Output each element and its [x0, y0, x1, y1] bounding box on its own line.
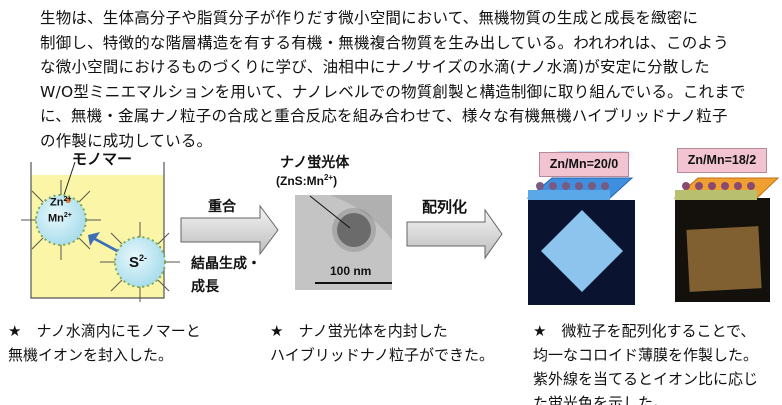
- caption-line: た蛍光色を示した。: [533, 394, 669, 405]
- s-label: S: [129, 254, 140, 271]
- arrow-polymerization: [180, 204, 279, 256]
- zn-charge: 2+: [63, 196, 72, 203]
- zn-label: Zn: [50, 196, 64, 209]
- film-photo-blue: [526, 153, 635, 305]
- arrow-arrangement: [406, 208, 503, 260]
- ratio-label-1: Zn/Mn=20/0: [539, 152, 629, 177]
- ratio-label-2: Zn/Mn=18/2: [677, 148, 767, 173]
- caption-film: ★ 微粒子を配列化することで、 均一なコロイド薄膜を作製した。 紫外線を当てると…: [533, 319, 758, 405]
- phosphor-charge: 2+: [323, 173, 334, 182]
- caption-line: 均一なコロイド薄膜を作製した。: [533, 346, 759, 364]
- phosphor-formula: (ZnS:Mn: [276, 174, 324, 188]
- monomer-pointer: [62, 161, 76, 199]
- caption-encapsulation: ★ ナノ水滴内にモノマーと 無機イオンを封入した。: [8, 319, 201, 367]
- s-charge: 2-: [139, 253, 148, 263]
- caption-hybrid: ★ ナノ蛍光体を内封した ハイブリッドナノ粒子ができた。: [270, 319, 494, 367]
- paragraph-line: 制御し、特徴的な階層構造を有する有機・無機複合物質を生み出している。われわれは、…: [40, 33, 729, 52]
- phosphor-close: ): [333, 174, 338, 188]
- mn-charge: 2+: [63, 212, 72, 219]
- mn-label: Mn: [48, 212, 64, 225]
- monomer-label: モノマー: [72, 151, 133, 168]
- paragraph-line: の作製に成功している。: [40, 131, 213, 150]
- process-diagram: [21, 153, 780, 305]
- caption-line: ★ ナノ水滴内にモノマーと: [8, 322, 201, 340]
- droplet-s: [100, 222, 180, 302]
- caption-line: 無機イオンを封入した。: [8, 346, 174, 364]
- polymerization-label: 重合: [208, 198, 236, 214]
- phosphor-label: ナノ蛍光体: [280, 154, 350, 170]
- paragraph-line: W/O型ミニエマルションを用いて、ナノレベルでの物質創製と構造制御に取り組んでい…: [40, 82, 746, 101]
- intro-paragraph: 生物は、生体高分子や脂質分子が作りだす微小空間において、無機物質の生成と成長を緻…: [40, 6, 746, 154]
- interaction-arrow: [88, 232, 128, 260]
- droplet-zn-mn: [21, 180, 101, 260]
- crystal-growth-label: 結晶生成・: [191, 255, 261, 271]
- caption-line: ★ 微粒子を配列化することで、: [533, 322, 756, 340]
- tem-image: [295, 195, 392, 290]
- paragraph-line: な微小空間におけるものづくりに学び、油相中にナノサイズの水滴(ナノ水滴)が安定に…: [40, 58, 710, 77]
- growth-label: 成長: [191, 278, 219, 294]
- paragraph-line: に、無機・金属ナノ粒子の合成と重合反応を組み合わせて、様々な有機無機ハイブリッド…: [40, 107, 728, 126]
- film-photo-orange: [673, 177, 780, 302]
- scale-bar-label: 100 nm: [330, 264, 372, 278]
- paragraph-line: 生物は、生体高分子や脂質分子が作りだす微小空間において、無機物質の生成と成長を緻…: [40, 9, 699, 27]
- caption-line: ★ ナノ蛍光体を内封した: [270, 322, 448, 340]
- caption-line: 紫外線を当てるとイオン比に応じ: [533, 370, 759, 388]
- caption-line: ハイブリッドナノ粒子ができた。: [270, 346, 494, 364]
- arrangement-label: 配列化: [422, 199, 468, 216]
